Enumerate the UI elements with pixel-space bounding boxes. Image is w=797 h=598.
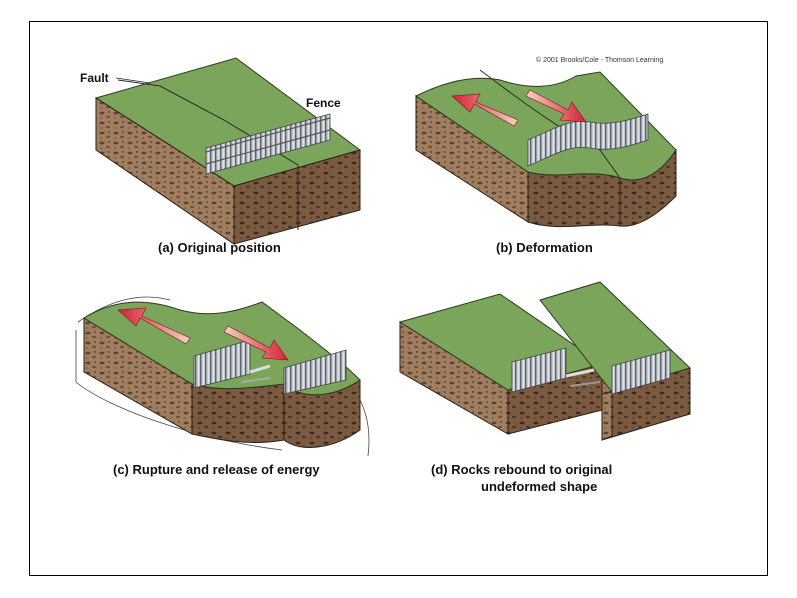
- caption-d-line2: undeformed shape: [481, 479, 597, 494]
- copyright-text: © 2001 Brooks/Cole - Thomson Learning: [536, 56, 663, 64]
- panel-c-rupture: (c) Rupture and release of energy: [76, 297, 369, 477]
- caption-b: (b) Deformation: [496, 240, 593, 255]
- caption-a: (a) Original position: [158, 240, 281, 255]
- caption-d-line1: (d) Rocks rebound to original: [431, 462, 612, 477]
- fault-label: Fault: [80, 71, 109, 85]
- fence-label: Fence: [306, 96, 341, 110]
- caption-c: (c) Rupture and release of energy: [113, 462, 320, 477]
- panel-a-original-position: Fault Fence (a) Original position: [80, 58, 360, 255]
- panel-d-rebound: (d) Rocks rebound to original undeformed…: [400, 282, 690, 494]
- panel-b-deformation: (b) Deformation: [416, 70, 676, 255]
